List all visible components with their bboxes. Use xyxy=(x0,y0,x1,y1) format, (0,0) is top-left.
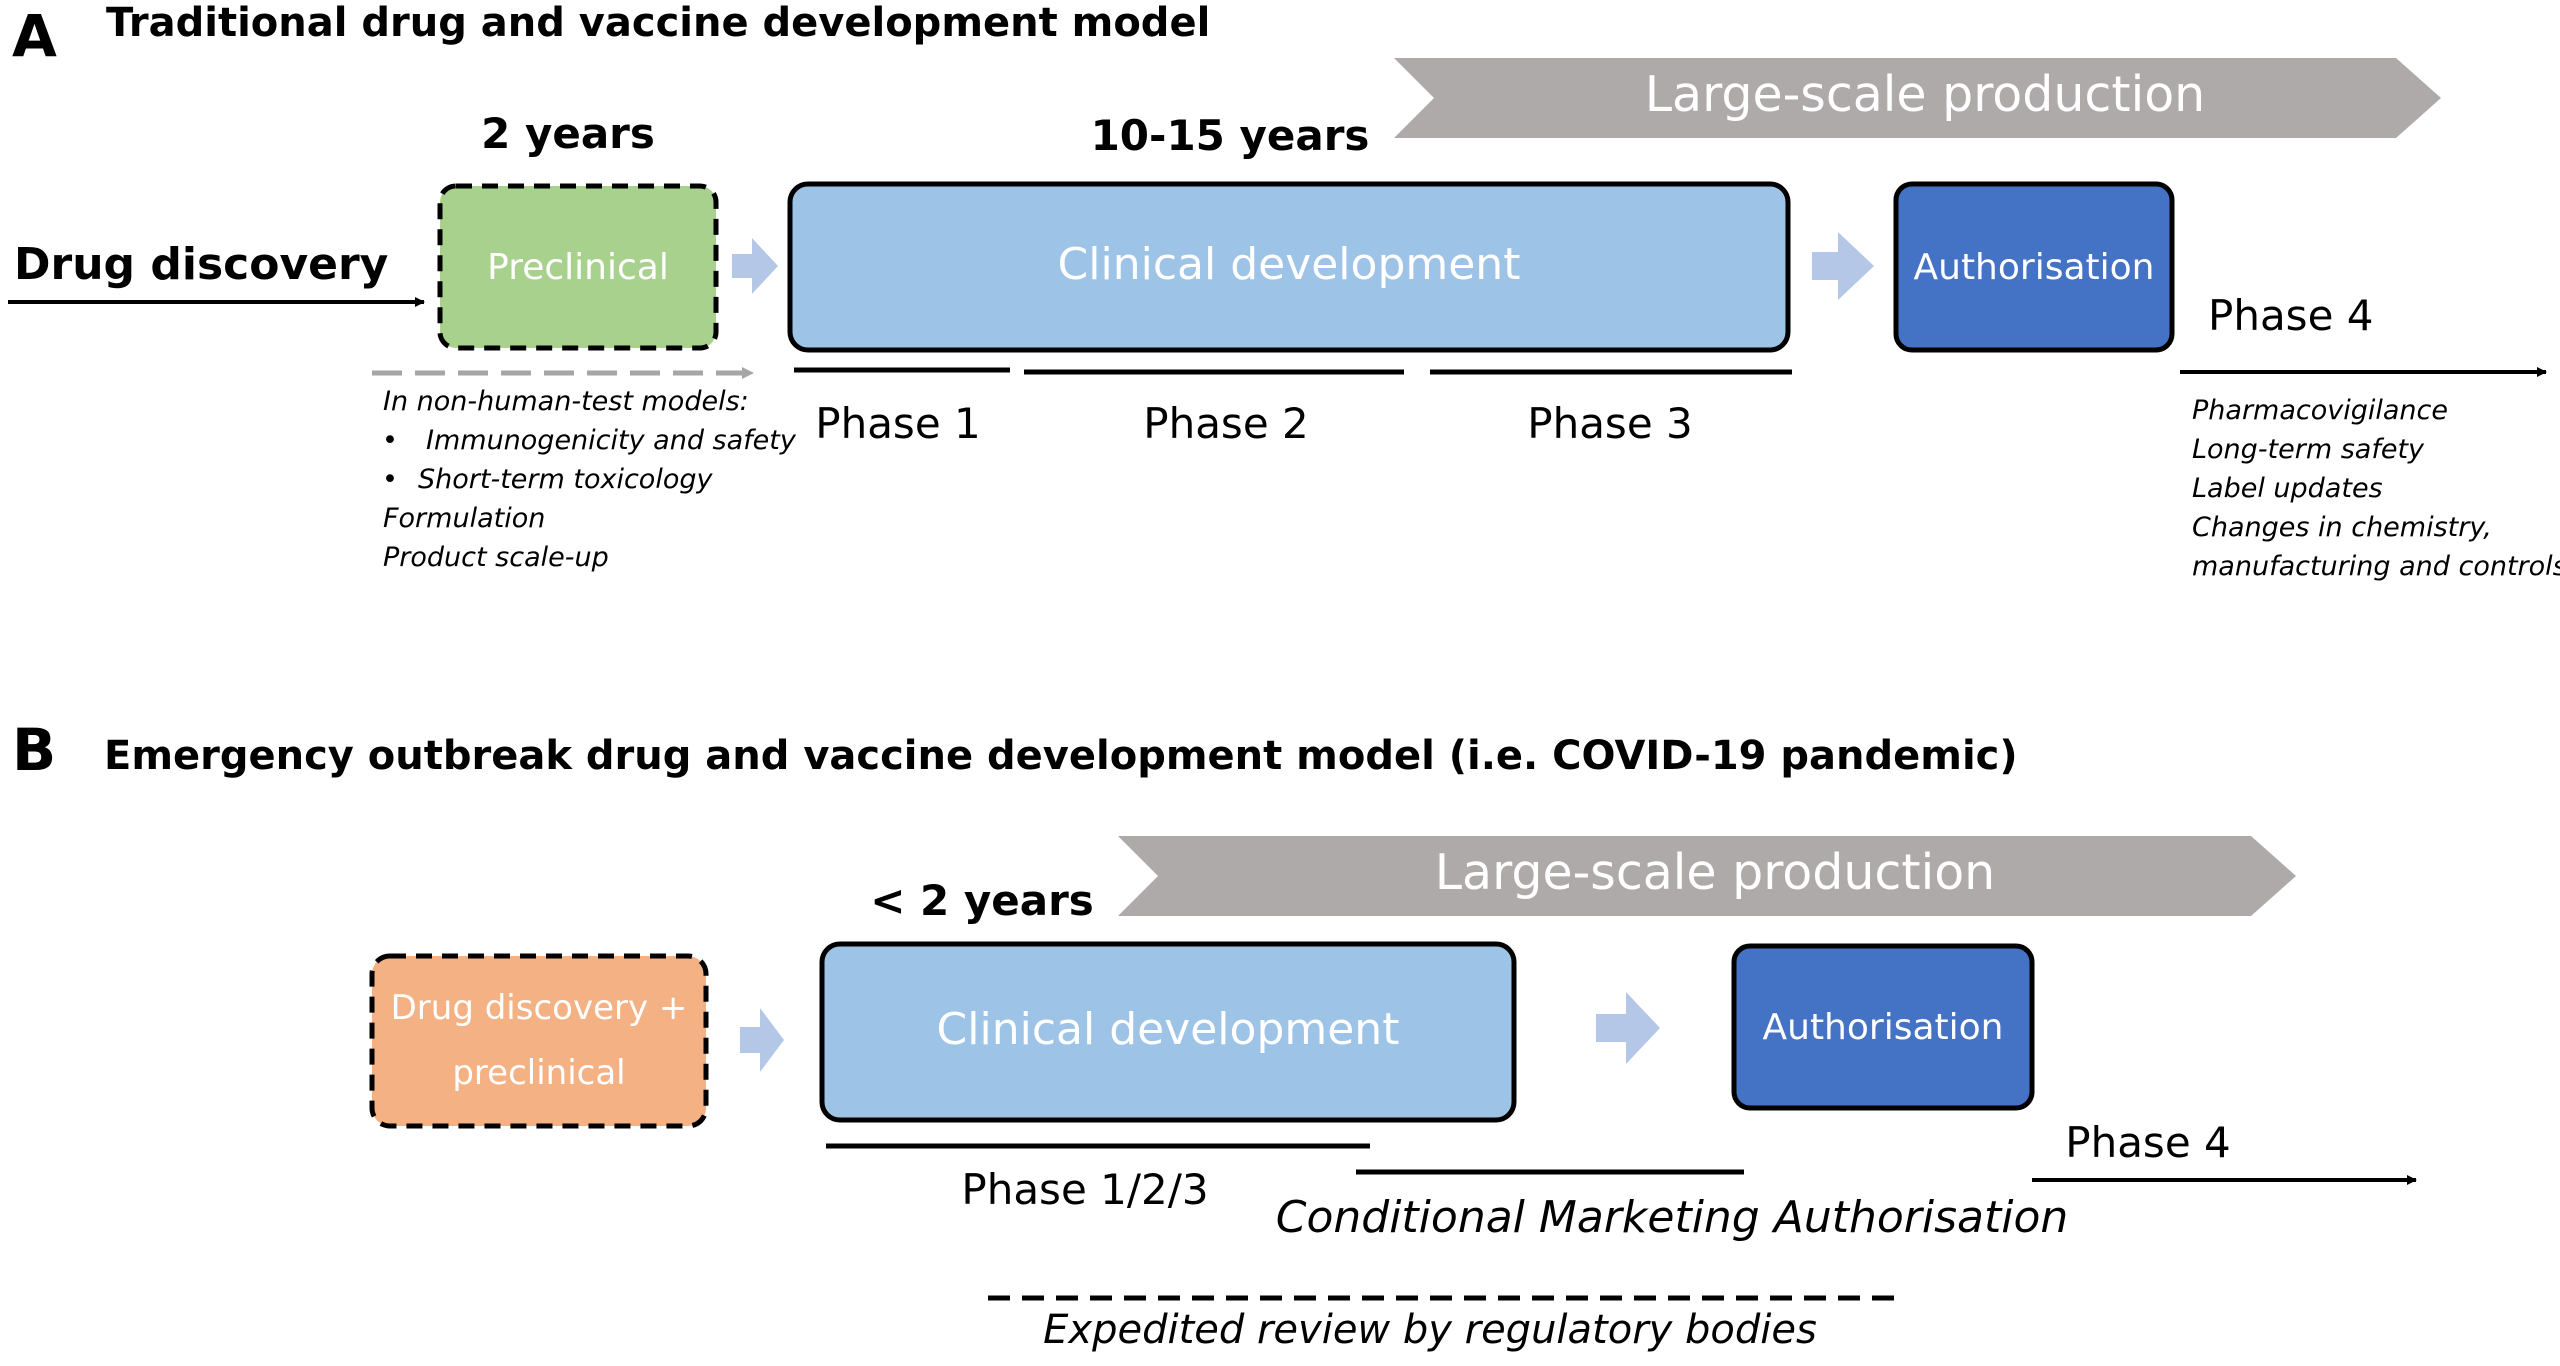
panel-b-letter: B xyxy=(12,716,56,784)
preclinical-note-bullet: Short-term toxicology xyxy=(418,464,713,495)
panel-b-title: Emergency outbreak drug and vaccine deve… xyxy=(104,733,2018,779)
phase-4-note: Label updates xyxy=(2192,473,2383,504)
drug-discovery-label: Drug discovery xyxy=(14,239,388,290)
discovery-preclinical-box: Drug discovery + preclinical xyxy=(369,953,709,1129)
discovery-preclinical-label-2: preclinical xyxy=(452,1053,625,1093)
authorisation-box-a: Authorisation xyxy=(1893,181,2175,353)
authorisation-label-b: Authorisation xyxy=(1763,1007,2004,1048)
production-label-b: Large-scale production xyxy=(1435,844,1996,901)
phase-4-note: Changes in chemistry, xyxy=(2192,512,2492,543)
authorisation-label-a: Authorisation xyxy=(1914,247,2155,288)
phase-2-label: Phase 2 xyxy=(1143,399,1308,448)
phase-123-label: Phase 1/2/3 xyxy=(961,1165,1208,1214)
preclinical-duration: 2 years xyxy=(481,109,655,158)
production-arrow-a: Large-scale production xyxy=(1394,58,2441,138)
panel-a-letter: A xyxy=(12,2,57,70)
conditional-authorisation-label: Conditional Marketing Authorisation xyxy=(1276,1192,2069,1243)
clinical-development-box-a: Clinical development xyxy=(787,181,1791,353)
panel-a: A Traditional drug and vaccine developme… xyxy=(8,0,2560,582)
phase-1-label: Phase 1 xyxy=(815,399,980,448)
preclinical-notes: In non-human-test models: • Immunogenici… xyxy=(382,386,797,573)
bullet-dot: • xyxy=(382,464,398,495)
clinical-development-label-b: Clinical development xyxy=(937,1004,1400,1055)
production-arrow-b: Large-scale production xyxy=(1118,836,2296,916)
preclinical-notes-heading: In non-human-test models: xyxy=(383,386,749,417)
duration-b: < 2 years xyxy=(870,876,1094,925)
phase-3-label: Phase 3 xyxy=(1527,399,1692,448)
production-arrow-a-shape xyxy=(1394,58,2441,138)
authorisation-box-b: Authorisation xyxy=(1731,943,2035,1111)
panel-b: B Emergency outbreak drug and vaccine de… xyxy=(12,716,2417,1353)
phase-4-notes: Pharmacovigilance Long-term safety Label… xyxy=(2192,395,2560,582)
phase-4-label-b: Phase 4 xyxy=(2065,1118,2230,1167)
preclinical-box: Preclinical xyxy=(437,183,719,351)
small-arrow-b1 xyxy=(740,1008,784,1072)
small-arrow-a1 xyxy=(732,238,778,294)
preclinical-note-line: Product scale-up xyxy=(383,542,609,573)
bullet-dot: • xyxy=(382,425,398,456)
production-arrow-b-shape xyxy=(1118,836,2296,916)
phase-4-note: manufacturing and controls xyxy=(2192,551,2560,582)
discovery-preclinical-label-1: Drug discovery + xyxy=(391,988,688,1028)
panel-a-title: Traditional drug and vaccine development… xyxy=(106,0,1210,46)
small-arrow-b2 xyxy=(1596,992,1660,1064)
preclinical-note-bullet: Immunogenicity and safety xyxy=(426,425,797,456)
clinical-duration: 10-15 years xyxy=(1091,111,1370,160)
phase-4-note: Pharmacovigilance xyxy=(2192,395,2448,426)
production-label-a: Large-scale production xyxy=(1645,66,2206,123)
clinical-development-label-a: Clinical development xyxy=(1058,239,1521,290)
small-arrow-a2 xyxy=(1812,232,1874,300)
expedited-review-label: Expedited review by regulatory bodies xyxy=(1043,1307,1817,1353)
preclinical-label: Preclinical xyxy=(487,247,669,288)
phase-4-label-a: Phase 4 xyxy=(2208,291,2373,340)
preclinical-note-line: Formulation xyxy=(383,503,545,534)
phase-4-note: Long-term safety xyxy=(2192,434,2425,465)
clinical-development-box-b: Clinical development xyxy=(819,941,1517,1123)
